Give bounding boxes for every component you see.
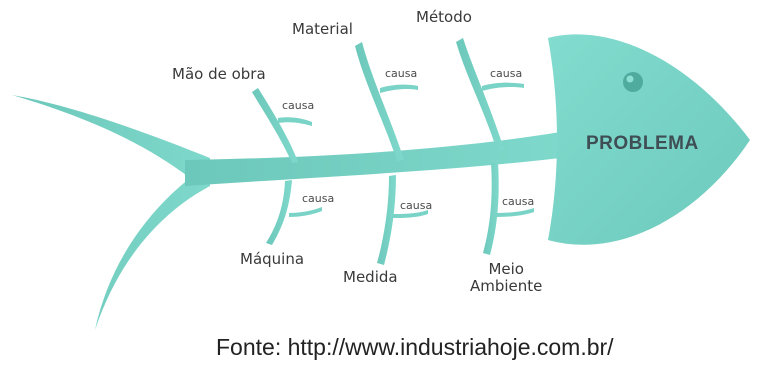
- category-medida: Medida: [343, 268, 398, 286]
- rib-mao-de-obra: [252, 88, 298, 163]
- category-metodo: Método: [416, 8, 472, 26]
- cause-label: causa: [502, 195, 535, 208]
- fish-head: [548, 34, 750, 245]
- cause-label: causa: [400, 199, 433, 212]
- fish-spine: [185, 132, 560, 186]
- twig-cause-3: [482, 82, 524, 91]
- category-meio-ambiente-line1: Meio: [488, 260, 524, 278]
- cause-label: causa: [490, 67, 523, 80]
- fish-tail: [12, 95, 210, 330]
- category-meio-ambiente-line2: Ambiente: [470, 277, 543, 295]
- category-material: Material: [292, 20, 353, 38]
- twig-cause-5: [392, 210, 428, 218]
- cause-label: causa: [282, 99, 315, 112]
- rib-medida: [377, 175, 396, 265]
- problem-label: PROBLEMA: [586, 133, 699, 154]
- twig-cause-2: [380, 84, 418, 93]
- cause-label: causa: [385, 67, 418, 80]
- category-meio-ambiente: Meio Ambiente: [470, 261, 542, 295]
- category-maquina: Máquina: [240, 250, 305, 268]
- rib-material: [355, 42, 404, 161]
- twig-cause-4: [289, 207, 322, 217]
- cause-label: causa: [302, 192, 335, 205]
- fish-eye: [623, 72, 643, 92]
- rib-metodo: [456, 38, 504, 151]
- rib-maquina: [266, 180, 292, 245]
- rib-meio-ambiente: [483, 162, 499, 255]
- category-mao-de-obra: Mão de obra: [172, 65, 266, 83]
- twig-cause-6: [495, 208, 534, 217]
- twig-cause-1: [278, 117, 312, 126]
- source-credit: Fonte: http://www.industriahoje.com.br/: [216, 334, 614, 360]
